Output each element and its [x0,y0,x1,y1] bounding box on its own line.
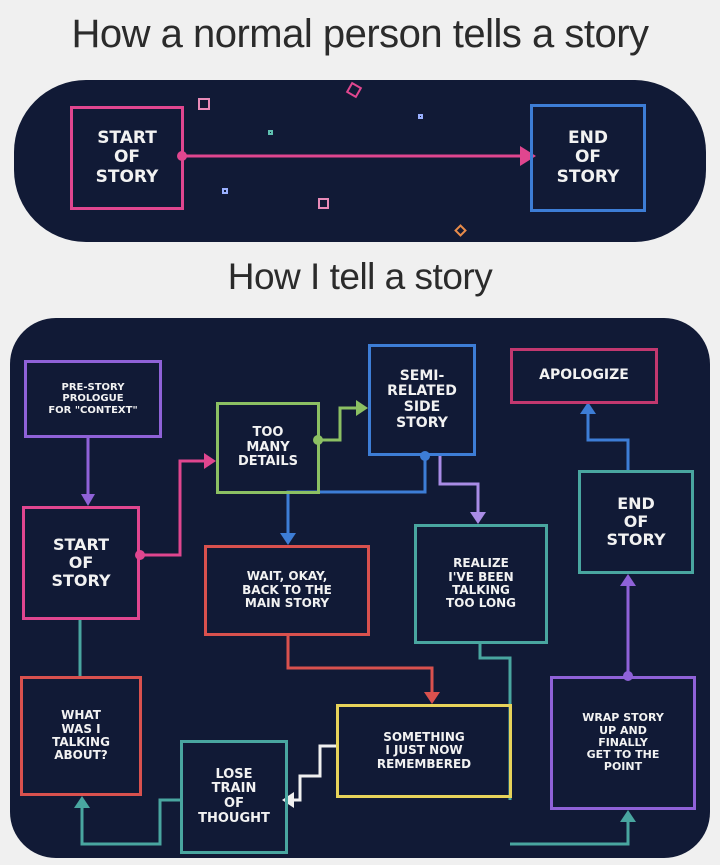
box-something-remembered-label: SOMETHING I JUST NOW REMEMBERED [376,729,472,771]
box-lose-train-of-thought: LOSE TRAIN OF THOUGHT [180,740,288,854]
box-wait-okay-label: WAIT, OKAY, BACK TO THE MAIN STORY [242,569,332,611]
box-realize-label: REALIZE I'VE BEEN TALKING TOO LONG [445,556,517,611]
box-apologize-label: APOLOGIZE [539,367,629,384]
box-start-of-story-label: START OF STORY [51,535,111,590]
box-realize: REALIZE I'VE BEEN TALKING TOO LONG [414,524,548,644]
box-end-of-story: END OF STORY [578,470,694,574]
bottom-heading: How I tell a story [227,256,493,297]
top-heading: How a normal person tells a story [71,12,649,56]
confetti-square-6 [418,114,423,119]
confetti-square-3 [318,198,329,209]
confetti-square-1 [198,98,210,110]
box-start-of-story: START OF STORY [22,506,140,620]
box-start-of-story-top-label: START OF STORY [95,128,159,187]
box-start-of-story-top: START OF STORY [70,106,184,210]
box-end-of-story-top: END OF STORY [530,104,646,212]
box-too-many-details-label: TOO MANY DETAILS [237,425,299,470]
box-prologue: PRE-STORY PROLOGUE FOR "CONTEXT" [24,360,162,438]
box-wait-okay: WAIT, OKAY, BACK TO THE MAIN STORY [204,545,370,636]
box-wrap-story-up: WRAP STORY UP AND FINALLY GET TO THE POI… [550,676,696,810]
box-what-was-i-talking-about-label: WHAT WAS I TALKING ABOUT? [52,708,110,763]
confetti-square-4 [222,188,228,194]
box-something-remembered: SOMETHING I JUST NOW REMEMBERED [336,704,512,798]
box-lose-train-of-thought-label: LOSE TRAIN OF THOUGHT [198,766,270,826]
box-too-many-details: TOO MANY DETAILS [216,402,320,494]
box-semi-related: SEMI- RELATED SIDE STORY [368,344,476,456]
box-what-was-i-talking-about: WHAT WAS I TALKING ABOUT? [20,676,142,796]
box-wrap-story-up-label: WRAP STORY UP AND FINALLY GET TO THE POI… [582,711,664,774]
box-semi-related-label: SEMI- RELATED SIDE STORY [387,367,457,431]
box-apologize: APOLOGIZE [510,348,658,404]
box-end-of-story-top-label: END OF STORY [556,128,620,187]
confetti-square-7 [268,130,273,135]
box-end-of-story-label: END OF STORY [606,494,666,549]
box-prologue-label: PRE-STORY PROLOGUE FOR "CONTEXT" [48,382,138,416]
